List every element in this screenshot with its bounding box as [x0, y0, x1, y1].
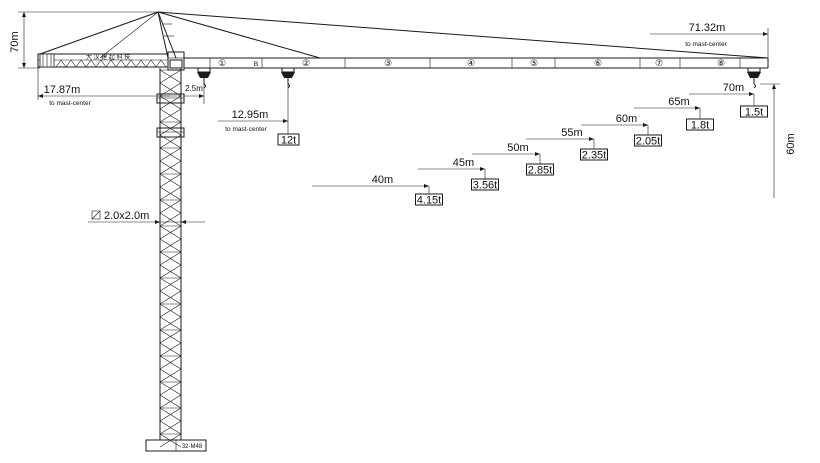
load-chart: 40m4.15t45m3.56t50m2.85t55m2.35t60m2.05t…	[312, 82, 768, 207]
base-label: 32-M48	[182, 444, 203, 450]
load-value-7: 1.5t	[745, 107, 763, 119]
jib-reach-dimension: 71.32m to mast-center	[650, 22, 769, 58]
load-value-1: 4.15t	[417, 195, 441, 207]
load-value-6: 1.8t	[691, 120, 709, 132]
jib-section-8: ⑧	[717, 58, 725, 68]
hook-height-dimension: 60m	[760, 83, 797, 198]
load-value-2: 3.56t	[473, 180, 497, 192]
base: 32-M48	[145, 439, 207, 452]
hooks	[197, 67, 761, 89]
offset-label: 2.5m	[185, 84, 203, 93]
load-radius-6: 65m	[668, 96, 689, 108]
jib-section-5: ⑤	[530, 58, 538, 68]
hook-height-label: 60m	[785, 133, 797, 154]
load-step-7: 70m 1.5t	[689, 82, 768, 119]
load-radius-2: 45m	[453, 157, 474, 169]
jib-section-1: ①	[218, 58, 226, 68]
offset-dimension: 2.5m	[183, 84, 205, 104]
load-step-1: 40m 4.15t	[312, 174, 443, 207]
jib-section-7: ⑦	[655, 58, 663, 68]
jib-section-3: ③	[384, 58, 392, 68]
jib-reach-label: 71.32m	[689, 22, 726, 34]
load-radius-3: 50m	[507, 142, 528, 154]
counter-jib-note: to mast-center	[49, 100, 91, 107]
load-radius-1: 40m	[372, 174, 393, 186]
overall-height-dimension: 70m	[9, 11, 158, 69]
max-load-radius: 12.95m	[232, 109, 269, 121]
counter-jib-label: 17.87m	[44, 84, 81, 96]
counter-jib-dimension: 17.87m to mast-center	[37, 67, 170, 107]
jib-section-4: ④	[467, 58, 475, 68]
max-load-note: to mast-center	[225, 126, 267, 133]
main-jib: ① ② ③ ④ ⑤ ⑥ ⑦ ⑧ B	[184, 57, 769, 69]
load-radius-4: 55m	[561, 127, 582, 139]
load-value-4: 2.35t	[582, 150, 606, 162]
load-radius-5: 60m	[616, 113, 637, 125]
counter-jib: 大 汉 建 起 科 技	[37, 53, 169, 68]
load-value-3: 2.85t	[528, 165, 552, 177]
tower-top	[39, 11, 769, 59]
hook-jib-tip	[747, 67, 761, 89]
load-step-5: 60m 2.05t	[581, 113, 662, 148]
jib-section-2: ②	[302, 58, 310, 68]
trolley-symbol: B	[254, 61, 258, 68]
max-load-callout: 12.95m to mast-center 12t	[218, 84, 300, 147]
load-radius-7: 70m	[723, 82, 744, 94]
jib-reach-note: to mast-center	[685, 41, 727, 48]
load-step-2: 45m 3.56t	[418, 157, 499, 192]
jib-section-6: ⑥	[594, 58, 602, 68]
load-value-5: 2.05t	[636, 136, 660, 148]
hook-max-load	[281, 67, 295, 89]
max-load-value: 12t	[281, 135, 296, 147]
slewing-section	[167, 51, 185, 71]
cab-text: 大 汉 建 起 科 技	[86, 53, 130, 61]
mast	[156, 68, 185, 448]
mast-section-label: 2.0x2.0m	[104, 210, 149, 222]
overall-height-label: 70m	[9, 31, 21, 52]
mast-section-dimension: 2.0x2.0m	[88, 210, 205, 224]
hook-near-mast	[197, 67, 211, 89]
